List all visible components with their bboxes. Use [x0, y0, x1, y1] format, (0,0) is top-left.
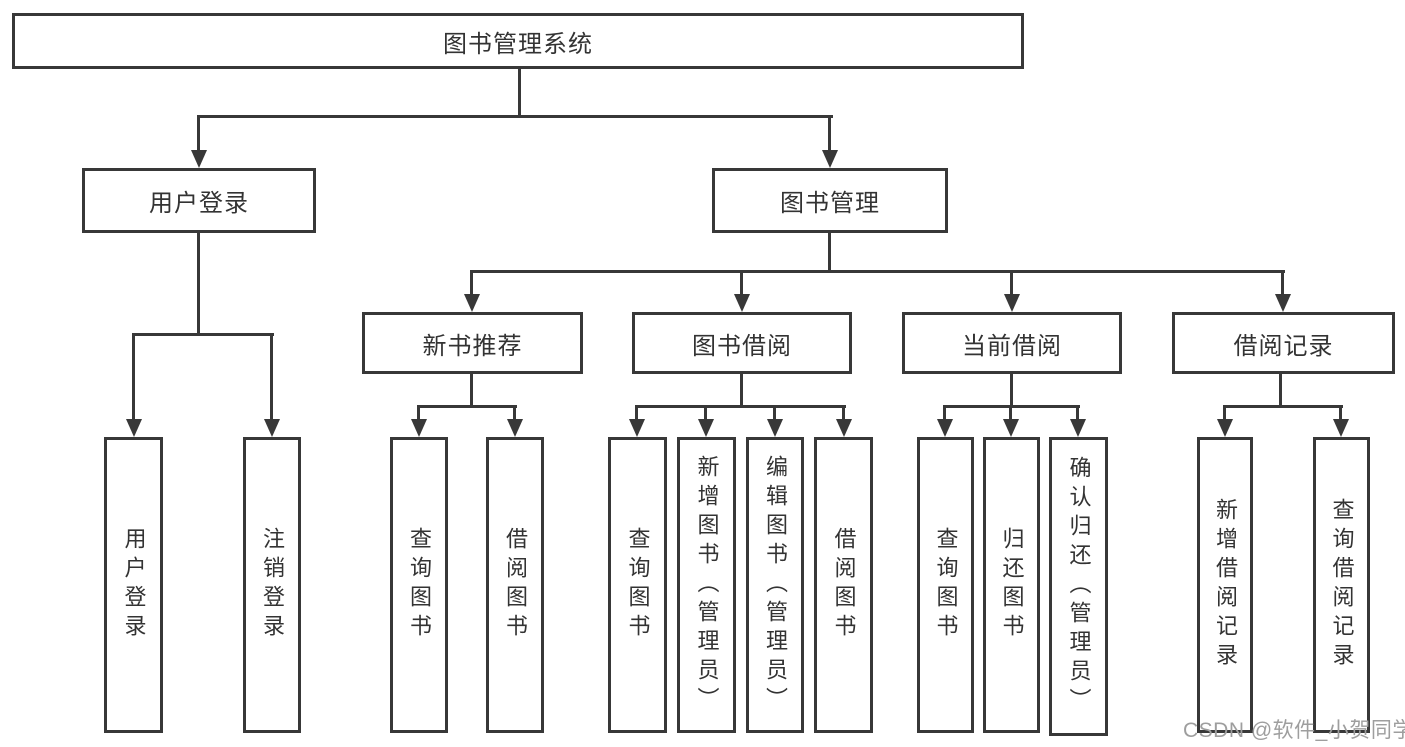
arrowhead-down-icon — [191, 150, 207, 168]
connector-vline — [704, 405, 707, 423]
connector-vline — [1009, 405, 1012, 423]
connector-hline — [470, 270, 1285, 273]
connector-vline — [1279, 374, 1282, 407]
connector-hline — [417, 405, 517, 408]
node-borrow-records-label: 借阅记录 — [1233, 332, 1334, 360]
node-br-query-record-label: 查询借阅记录 — [1329, 498, 1355, 672]
connector-vline — [740, 374, 743, 407]
connector-vline — [1223, 405, 1226, 423]
node-cb-confirm-return-admin: 确认归还（管理员） — [1049, 437, 1108, 736]
connector-vline — [470, 374, 473, 407]
arrowhead-down-icon — [734, 294, 750, 312]
arrowhead-down-icon — [698, 419, 714, 437]
node-bb-edit-books-admin: 编辑图书（管理员） — [746, 437, 804, 733]
connector-vline — [773, 405, 776, 423]
node-cb-return-books-label: 归还图书 — [999, 527, 1025, 643]
node-new-book-recommend-label: 新书推荐 — [422, 332, 523, 360]
node-br-query-record: 查询借阅记录 — [1313, 437, 1370, 733]
arrowhead-down-icon — [836, 419, 852, 437]
node-current-borrow: 当前借阅 — [902, 312, 1122, 374]
arrowhead-down-icon — [1070, 419, 1086, 437]
connector-vline — [518, 69, 521, 117]
node-user-login: 用户登录 — [82, 168, 316, 233]
node-current-borrow-label: 当前借阅 — [962, 332, 1062, 360]
node-cb-return-books: 归还图书 — [983, 437, 1040, 733]
connector-vline — [740, 270, 743, 298]
arrowhead-down-icon — [937, 419, 953, 437]
node-book-borrow-label: 图书借阅 — [692, 332, 792, 360]
node-book-management: 图书管理 — [712, 168, 948, 233]
arrowhead-down-icon — [1003, 419, 1019, 437]
node-root: 图书管理系统 — [12, 13, 1024, 69]
node-cb-confirm-return-admin-label: 确认归还（管理员） — [1066, 456, 1092, 717]
node-book-borrow: 图书借阅 — [632, 312, 852, 374]
connector-vline — [828, 115, 831, 153]
node-nb-borrow-books-label: 借阅图书 — [503, 527, 528, 643]
node-bb-add-books-admin: 新增图书（管理员） — [677, 437, 736, 733]
connector-vline — [1339, 405, 1342, 423]
node-user-login-label: 用户登录 — [149, 190, 249, 217]
arrowhead-down-icon — [264, 419, 280, 437]
connector-vline — [270, 333, 273, 421]
node-br-add-record-label: 新增借阅记录 — [1213, 498, 1238, 672]
arrowhead-down-icon — [411, 419, 427, 437]
connector-vline — [197, 233, 200, 335]
node-leaf-logout-label: 注销登录 — [260, 527, 285, 643]
arrowhead-down-icon — [1217, 419, 1233, 437]
connector-vline — [470, 270, 473, 298]
connector-vline — [943, 405, 946, 423]
csdn-watermark: CSDN @软件_小贺同学 — [1183, 719, 1405, 742]
arrowhead-down-icon — [629, 419, 645, 437]
connector-vline — [417, 405, 420, 423]
arrowhead-down-icon — [822, 150, 838, 168]
arrowhead-down-icon — [767, 419, 783, 437]
connector-vline — [635, 405, 638, 423]
node-borrow-records: 借阅记录 — [1172, 312, 1395, 374]
node-book-management-label: 图书管理 — [780, 190, 880, 217]
connector-vline — [1281, 270, 1284, 298]
connector-vline — [1010, 374, 1013, 407]
node-nb-query-books: 查询图书 — [390, 437, 448, 733]
node-cb-query-books: 查询图书 — [917, 437, 974, 733]
arrowhead-down-icon — [1333, 419, 1349, 437]
connector-vline — [828, 233, 831, 272]
connector-hline — [1223, 405, 1343, 408]
connector-vline — [1010, 270, 1013, 298]
node-cb-query-books-label: 查询图书 — [933, 527, 959, 643]
node-root-label: 图书管理系统 — [443, 30, 593, 58]
node-br-add-record: 新增借阅记录 — [1197, 437, 1253, 733]
connector-vline — [513, 405, 516, 423]
connector-vline — [197, 115, 200, 153]
arrowhead-down-icon — [507, 419, 523, 437]
node-leaf-user-login: 用户登录 — [104, 437, 163, 733]
connector-hline — [635, 405, 846, 408]
node-bb-borrow-books-label: 借阅图书 — [831, 527, 857, 643]
connector-vline — [1076, 405, 1079, 423]
arrowhead-down-icon — [1004, 294, 1020, 312]
node-nb-borrow-books: 借阅图书 — [486, 437, 544, 733]
node-leaf-user-login-label: 用户登录 — [121, 527, 147, 643]
connector-vline — [842, 405, 845, 423]
node-bb-query-books: 查询图书 — [608, 437, 667, 733]
node-bb-edit-books-admin-label: 编辑图书（管理员） — [763, 454, 788, 716]
node-nb-query-books-label: 查询图书 — [407, 527, 432, 643]
connector-hline — [197, 115, 833, 118]
node-bb-borrow-books: 借阅图书 — [814, 437, 873, 733]
node-bb-add-books-admin-label: 新增图书（管理员） — [694, 454, 720, 716]
connector-vline — [132, 333, 135, 421]
arrowhead-down-icon — [1275, 294, 1291, 312]
arrowhead-down-icon — [464, 294, 480, 312]
node-bb-query-books-label: 查询图书 — [625, 527, 651, 643]
node-new-book-recommend: 新书推荐 — [362, 312, 583, 374]
connector-hline — [132, 333, 274, 336]
arrowhead-down-icon — [126, 419, 142, 437]
node-leaf-logout: 注销登录 — [243, 437, 301, 733]
